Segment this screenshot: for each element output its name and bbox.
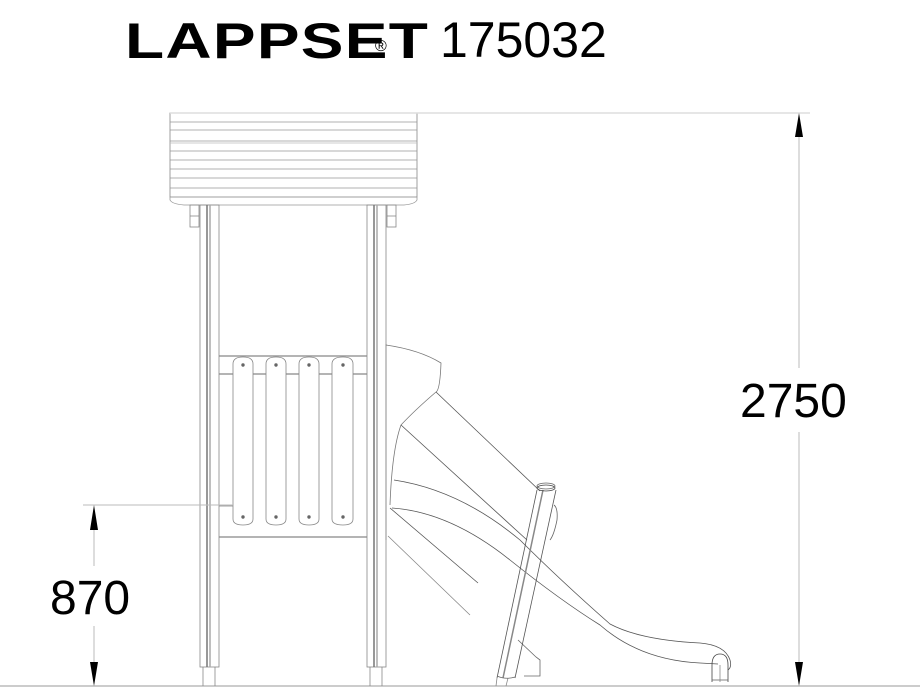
slide <box>385 344 732 682</box>
platform-height-label: 870 <box>50 572 131 625</box>
roof <box>169 112 810 228</box>
registered-mark: ® <box>375 38 387 55</box>
brand-logo: LAPPSET <box>125 13 430 69</box>
total-height-label: 2750 <box>740 375 847 428</box>
side-panel <box>219 355 367 538</box>
left-post <box>199 204 220 686</box>
slide-support-pole <box>495 482 558 687</box>
dimension-platform-height <box>83 504 233 686</box>
drawing-header: LAPPSET ® 175032 <box>0 0 920 80</box>
dimension-total-height <box>795 113 803 686</box>
product-number: 175032 <box>440 12 607 68</box>
right-post <box>366 204 387 686</box>
